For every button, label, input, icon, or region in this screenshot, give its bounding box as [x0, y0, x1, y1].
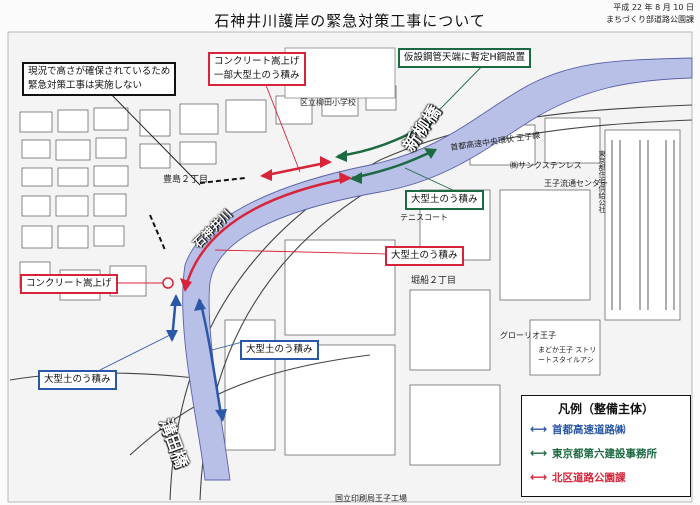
- blue-arrow-long: [198, 299, 224, 421]
- legend-item-expressway: ⟷首都高速道路㈱: [530, 422, 626, 436]
- legend-item-kita: ⟷北区道路公園課: [530, 470, 626, 484]
- blue-arrows: [166, 294, 227, 422]
- legend-item-tokyo: ⟷東京都第六建設事務所: [530, 446, 657, 460]
- callout-sandbag-blue-right: 大型土のう積み: [240, 340, 319, 360]
- callout-concrete-raise: コンクリート嵩上げ: [20, 274, 118, 294]
- header-department: まちづくり部道路公園課: [606, 15, 694, 24]
- callout-concrete-partial-line2: 一部大型土のう積み: [214, 70, 300, 81]
- label-center: 王子流通センター: [544, 179, 608, 188]
- callout-no-work-line2: 緊急対策工事は実施しない: [28, 80, 143, 91]
- red-arrow-river-bend: [183, 176, 351, 291]
- residential-blocks: [19, 85, 397, 301]
- legend-title: 凡例（整備主体）: [557, 402, 654, 416]
- double-arrow-icon: ⟷: [530, 470, 548, 484]
- callout-concrete-partial: コンクリート嵩上げ 一部大型土のう積み: [208, 52, 306, 86]
- label-hiroba: 国立印刷局王子工場: [335, 494, 407, 503]
- callout-steel-sheet: 仮設鋼管天端に暫定H鋼設置: [398, 48, 532, 68]
- callout-sandbag-red: 大型土のう積み: [385, 246, 464, 266]
- label-toshima: 豊島２丁目: [163, 175, 209, 185]
- header-meta: 平成 22 年 8 月 10 日 まちづくり部道路公園課: [606, 2, 694, 26]
- label-sunstaines: ㈱サンクステンレス: [510, 161, 582, 170]
- legend-box: 凡例（整備主体） ⟷首都高速道路㈱ ⟷東京都第六建設事務所 ⟷北区道路公園課: [521, 395, 691, 497]
- label-madoka: まどか王子 ストリートスタイルアシ: [538, 346, 597, 364]
- callout-concrete-partial-line1: コンクリート嵩上げ: [214, 56, 300, 67]
- red-arrow-upper: [261, 160, 331, 178]
- label-storage: 東京都住宅供給公社: [598, 150, 606, 213]
- callout-no-work-line1: 現況で高さが確保されているため: [28, 66, 171, 77]
- label-school: 区立柳田小学校: [300, 98, 356, 107]
- header-date: 平成 22 年 8 月 10 日: [613, 3, 694, 12]
- callout-no-work: 現況で高さが確保されているため 緊急対策工事は実施しない: [22, 62, 177, 96]
- label-tennis: テニスコート: [400, 213, 448, 222]
- river-shape: [182, 57, 693, 481]
- railway-lines: [611, 140, 675, 310]
- page-title: 石神井川護岸の緊急対策工事について: [214, 12, 486, 30]
- label-glory: グローリオ王子: [500, 331, 556, 340]
- double-arrow-icon: ⟷: [530, 446, 548, 460]
- red-arrows: [162, 156, 352, 292]
- existing-dashed-segment: [149, 177, 246, 251]
- callout-sandbag-blue-left: 大型土のう積み: [38, 370, 117, 390]
- label-horifune: 堀船２丁目: [411, 276, 457, 286]
- callout-sandbag-green: 大型土のう積み: [405, 190, 484, 210]
- double-arrow-icon: ⟷: [530, 422, 548, 436]
